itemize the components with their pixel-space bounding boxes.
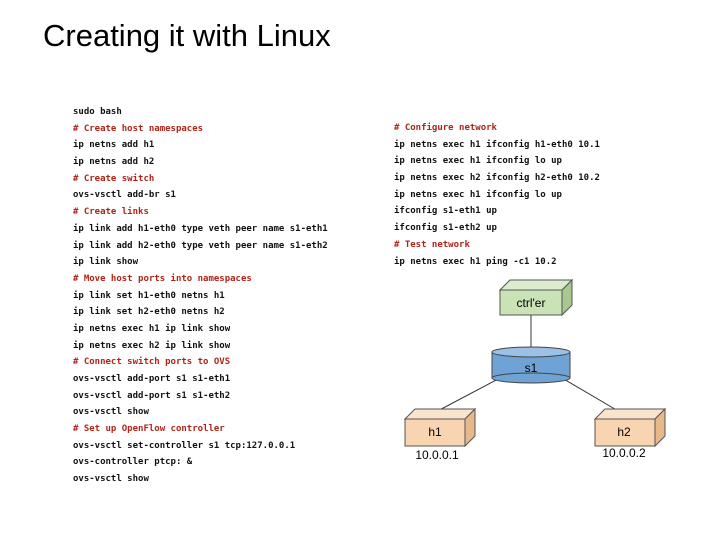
left-comment-line: # Create links [73,207,149,218]
right-command-line: ip netns exec h1 ifconfig h1-eth0 10.1 [394,139,600,150]
left-command-line: ovs-vsctl add-port s1 s1-eth2 [73,390,231,401]
left-command-line: ip link set h1-eth0 netns h1 [73,290,225,301]
right-comment-line: # Test network [394,239,470,250]
left-command-line: ip netns add h2 [73,157,155,168]
left-command-line: ip link show [73,257,139,268]
switch-label: s1 [525,361,538,375]
left-comment-line: # Create host namespaces [73,123,204,134]
left-command-line: ip netns exec h2 ip link show [73,340,231,351]
host-h1-ip: 10.0.0.1 [415,448,459,462]
left-command-line: ovs-controller ptcp: & [73,457,193,468]
left-command-line: sudo bash [73,107,122,117]
right-command-line: ifconfig s1-eth1 up [394,206,497,217]
host-h1-label: h1 [428,425,442,439]
left-command-line: ovs-vsctl show [73,407,149,418]
right-command-line: ip netns exec h1 ifconfig lo up [394,156,562,167]
left-command-line: ovs-vsctl show [73,474,149,485]
host-h1-box: h1 [403,407,477,448]
left-comment-line: # Create switch [73,173,155,184]
left-command-line: ip link add h2-eth0 type veth peer name … [73,240,328,251]
left-comment-line: # Set up OpenFlow controller [73,424,225,435]
right-command-line: ip netns exec h1 ping -c1 10.2 [394,256,557,267]
left-command-line: ip netns exec h1 ip link show [73,323,231,334]
host-h2-box: h2 [593,407,667,448]
host-h2-label: h2 [617,425,631,439]
command-list-left: sudo bash # Create host namespaces ip netn… [73,104,328,488]
left-command-line: ovs-vsctl add-port s1 s1-eth1 [73,374,231,384]
right-comment-line: # Configure network [394,123,497,133]
right-command-line: ip netns exec h2 ifconfig h2-eth0 10.2 [394,173,600,184]
left-command-line: ip link add h1-eth0 type veth peer name … [73,223,328,234]
left-command-line: ovs-vsctl add-br s1 [73,190,176,201]
left-command-line: ovs-vsctl set-controller s1 tcp:127.0.0.… [73,440,296,451]
host-h2-ip: 10.0.0.2 [602,446,646,460]
right-command-line: ifconfig s1-eth2 up [394,223,497,234]
controller-box: ctrl'er [498,278,574,317]
left-command-line: ip link set h2-eth0 netns h2 [73,307,225,318]
command-list-right: # Configure network ip netns exec h1 ifco… [394,120,600,270]
left-command-line: ip netns add h1 [73,140,155,151]
left-comment-line: # Move host ports into namespaces [73,273,252,284]
slide-title: Creating it with Linux [43,18,331,53]
left-comment-line: # Connect switch ports to OVS [73,357,231,368]
right-command-line: ip netns exec h1 ifconfig lo up [394,189,562,200]
controller-label: ctrl'er [517,296,546,310]
switch-cylinder: s1 [491,346,571,384]
